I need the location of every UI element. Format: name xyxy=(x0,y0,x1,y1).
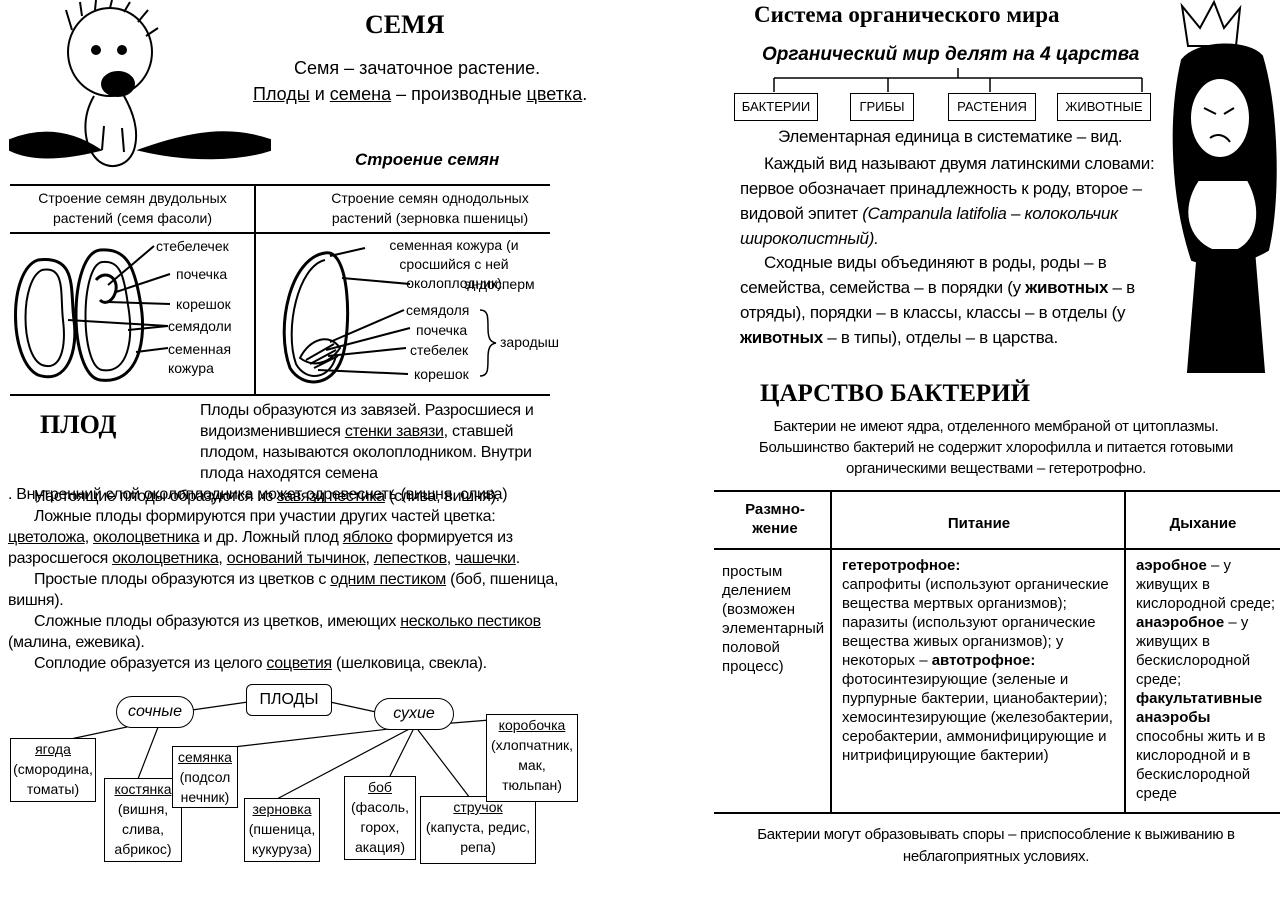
fruit-type-legume: боб(фасоль, горох, акация) xyxy=(344,776,416,860)
fruit-type-berry: ягода(смородина, томаты) xyxy=(10,738,96,802)
label-semyadolya: семядоля xyxy=(406,302,470,318)
kingdom-bacteria: БАКТЕРИИ xyxy=(734,93,818,121)
label-pochechka: почечка xyxy=(176,266,228,282)
systematics-paragraph-1: Элементарная единица в систематике – вид… xyxy=(778,127,1123,146)
bean-seed-drawing xyxy=(14,245,171,382)
label-endosperm: эндосперм xyxy=(464,276,535,292)
bact-table-divider xyxy=(1124,490,1126,814)
table-rule xyxy=(10,232,550,234)
bact-table-rule xyxy=(714,490,1280,492)
bact-table-rule xyxy=(714,812,1280,814)
seed-intro-2: Плоды и семена – производные цветка. xyxy=(253,84,588,104)
fruit-type-caryopsis: зерновка(пшеница, кукуруза) xyxy=(244,798,320,862)
fruits-root-box: ПЛОДЫ xyxy=(246,684,332,716)
fruit-paragraph-1: Плоды образуются из завязей. Разросшиеся… xyxy=(8,402,534,503)
fruit-type-capsule: коробочка(хлопчатник, мак, тюльпан) xyxy=(486,714,578,802)
label-wheat-pochechka: почечка xyxy=(416,322,468,338)
fruit-tree-lines xyxy=(65,701,491,801)
systematics-paragraph-2: Каждый вид называют двумя латинскими сло… xyxy=(740,154,1155,248)
fruit-title: ПЛОД xyxy=(40,410,117,439)
dicot-column-header: Строение семян двудольных растений (семя… xyxy=(38,190,227,226)
kingdom-plants: РАСТЕНИЯ xyxy=(948,93,1036,121)
table-rule xyxy=(10,394,550,396)
fruit-paragraph-2: Настоящие плоды образуются из завязи пес… xyxy=(34,488,500,505)
label-seed-coat: семенная кожура xyxy=(168,341,232,376)
fruits-link: Плоды xyxy=(253,84,310,104)
kingdoms-connector xyxy=(773,68,1143,92)
kingdom-animals: ЖИВОТНЫЕ xyxy=(1057,93,1151,121)
fruit-paragraph-6: Соплодие образуется из целого соцветия (… xyxy=(34,655,487,672)
seed-intro-1: Семя – зачаточное растение. xyxy=(294,58,541,78)
label-wheat-koreshok: корешок xyxy=(414,366,469,382)
juicy-fruits-oval: сочные xyxy=(116,696,194,728)
header-reproduction: Размно-жение xyxy=(745,501,805,537)
label-semyadoli: семядоли xyxy=(168,318,232,334)
fruit-type-drupe: костянка(вишня, слива, абрикос) xyxy=(104,778,182,862)
bacteria-intro: Бактерии не имеют ядра, отделенного мемб… xyxy=(758,418,1234,477)
table-rule xyxy=(10,184,550,186)
header-nutrition: Питание xyxy=(947,515,1011,532)
embryo-brace xyxy=(479,309,497,377)
table-divider xyxy=(254,184,256,396)
organic-world-subtitle: Органический мир делят на 4 царства xyxy=(762,44,1140,65)
cell-reproduction: простым делением (возможен элементарный … xyxy=(722,563,825,675)
fruit-type-silique: стручок(капуста, редис, репа) xyxy=(420,796,536,864)
bacteria-spores-note: Бактерии могут образовывать споры – прис… xyxy=(757,826,1235,865)
child-illustration xyxy=(9,0,271,167)
systematics-paragraph-3: Сходные виды объединяют в роды, роды – в… xyxy=(740,253,1135,347)
fruit-paragraph-3: Ложные плоды формируются при участии дру… xyxy=(8,508,520,567)
fruit-paragraph-5: Сложные плоды образуются из цветков, име… xyxy=(8,613,541,651)
label-stebelechek: стебелечек xyxy=(156,238,229,254)
bact-table-divider xyxy=(830,490,832,814)
seed-title: СЕМЯ xyxy=(365,10,445,39)
dry-fruits-oval: сухие xyxy=(374,698,454,730)
kingdom-fungi: ГРИБЫ xyxy=(850,93,914,121)
cell-nutrition: гетеротрофное:сапрофиты (используют орга… xyxy=(842,557,1113,764)
label-wheat-coat: семенная кожура (и сросшийся с ней около… xyxy=(389,237,519,291)
label-embryo: зародыш xyxy=(500,334,559,350)
cell-respiration: аэробное – у живущих в кислородной среде… xyxy=(1136,557,1276,802)
wheat-grain-drawing xyxy=(282,247,411,384)
monocot-column-header: Строение семян однодольных растений (зер… xyxy=(331,190,529,226)
label-koreshok: корешок xyxy=(176,296,231,312)
fruit-type-achene: семянка(подсол нечник) xyxy=(172,746,238,808)
organic-world-title: Система органического мира xyxy=(754,2,1060,27)
bacteria-kingdom-title: ЦАРСТВО БАКТЕРИЙ xyxy=(760,380,1031,407)
bact-table-rule xyxy=(714,548,1280,550)
header-respiration: Дыхание xyxy=(1169,515,1237,532)
fruit-paragraph-4: Простые плоды образуются из цветков с од… xyxy=(8,571,559,609)
seed-structure-heading: Строение семян xyxy=(355,150,500,169)
label-stebelek: стебелек xyxy=(410,342,469,358)
queen-illustration xyxy=(1172,0,1277,373)
